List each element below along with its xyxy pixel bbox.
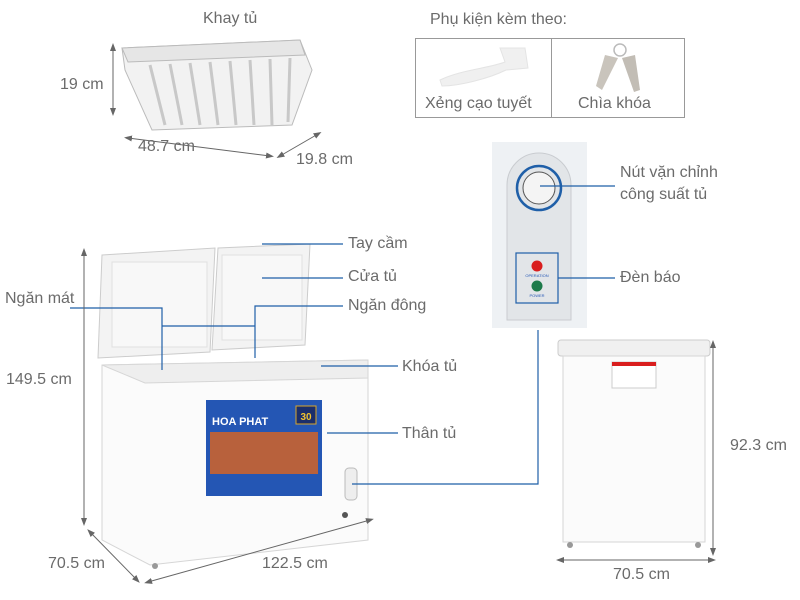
tray-height-label: 19 cm — [60, 76, 104, 93]
handle-label: Tay cầm — [348, 235, 408, 252]
accessory-ice-scraper: Xẻng cạo tuyết — [415, 38, 552, 118]
freezer-depth-label: 70.5 cm — [48, 555, 105, 572]
cool-compartment-label: Ngăn mát — [5, 290, 75, 307]
knob-label-line1: Nút vặn chỉnh — [620, 164, 718, 181]
freezer-width-label: 122.5 cm — [262, 555, 328, 572]
badge-text: 30 — [300, 412, 312, 423]
freezer-height-label: 149.5 cm — [6, 371, 72, 388]
freezer-dimension-lines — [81, 248, 374, 584]
brand-text: HOA PHAT — [212, 416, 269, 428]
leader-lines — [70, 185, 615, 485]
side-height-label: 92.3 cm — [730, 437, 787, 454]
lock-label: Khóa tủ — [402, 358, 458, 375]
lamp-power-text: POWER — [529, 293, 544, 298]
tray-length-label: 48.7 cm — [138, 138, 195, 155]
lamp-operation-text: OPERATION — [525, 273, 548, 278]
tray-dimension-lines — [110, 43, 322, 159]
door-label: Cửa tủ — [348, 268, 397, 285]
freezer-side-view-image — [557, 339, 711, 548]
accessories-title: Phụ kiện kèm theo: — [430, 11, 567, 28]
side-depth-label: 70.5 cm — [613, 566, 670, 583]
side-dimension-lines — [556, 340, 716, 563]
accessory-label: Chìa khóa — [578, 95, 651, 112]
ice-scraper-icon — [439, 47, 529, 87]
accessory-label: Xẻng cạo tuyết — [425, 95, 532, 112]
control-panel-image: OPERATION POWER — [492, 142, 587, 328]
body-label: Thân tủ — [402, 425, 457, 442]
tray-width-label: 19.8 cm — [296, 151, 353, 168]
freezer-compartment-label: Ngăn đông — [348, 297, 427, 314]
chest-freezer-image: HOA PHAT 30 — [97, 243, 369, 569]
accessory-keys: Chìa khóa — [550, 38, 685, 118]
keys-icon — [596, 43, 640, 92]
tray-title: Khay tủ — [203, 10, 258, 27]
knob-label-line2: công suất tủ — [620, 186, 708, 203]
lamp-label: Đèn báo — [620, 269, 681, 286]
tray-basket — [121, 39, 313, 131]
